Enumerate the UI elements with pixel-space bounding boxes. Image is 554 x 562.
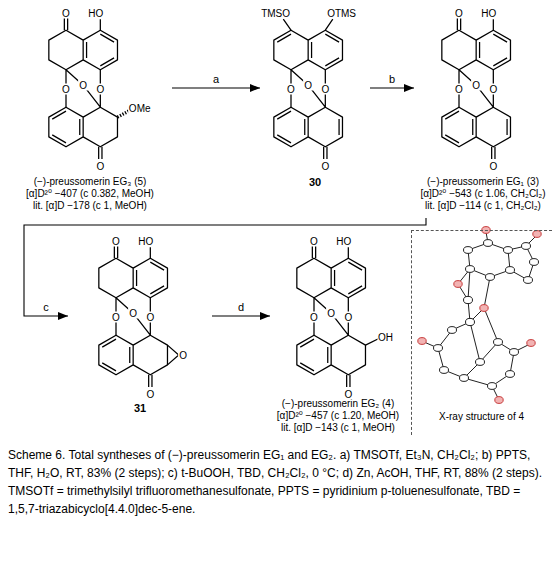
step-letter: a bbox=[211, 73, 221, 85]
atom-label: O bbox=[286, 83, 296, 94]
enone-bond bbox=[506, 119, 507, 135]
atom-label: O bbox=[309, 235, 319, 246]
scheme-caption: Scheme 6. Total syntheses of (−)-preusso… bbox=[8, 446, 546, 518]
atom-label: O bbox=[343, 311, 353, 322]
atom-label: O bbox=[343, 388, 353, 399]
atom-label: O bbox=[454, 7, 464, 18]
structure-5 bbox=[49, 18, 130, 159]
atom-label: HO bbox=[87, 7, 104, 18]
compound-number: 30 bbox=[260, 176, 370, 188]
atom-label: O bbox=[320, 83, 330, 94]
epoxide-bonds bbox=[167, 345, 178, 365]
reaction-arrow bbox=[172, 87, 260, 88]
preussomerin-core bbox=[99, 258, 168, 387]
compound-text: [α]D²⁰ −407 (c 0.382, MeOH) bbox=[8, 188, 172, 200]
atom-label: OMe bbox=[128, 103, 152, 114]
atom-label: O bbox=[95, 160, 105, 171]
atom-label: O bbox=[95, 83, 105, 94]
compound-number: 31 bbox=[68, 402, 212, 414]
atom-label: O bbox=[454, 83, 464, 94]
atom-label: O bbox=[320, 160, 330, 171]
atom-label: TMSO bbox=[260, 7, 291, 18]
compound-block: 31 bbox=[68, 232, 212, 422]
atom-label: HO bbox=[480, 7, 497, 18]
ketone-phenol bbox=[114, 246, 150, 258]
compound-text: lit. [α]D −114 (c 1, CH₂Cl₂) bbox=[414, 200, 552, 212]
atom-label: O bbox=[111, 311, 121, 322]
preussomerin-core bbox=[442, 30, 511, 159]
compound-text: [α]D²⁰ −543 (c 1.06, CH₂Cl₂) bbox=[414, 188, 552, 200]
atom-label: OH bbox=[377, 332, 394, 343]
structure-3 bbox=[442, 18, 511, 159]
structure-30 bbox=[274, 19, 343, 159]
atom-label: O bbox=[309, 311, 319, 322]
structure-31 bbox=[99, 246, 179, 387]
atom-label: O bbox=[488, 83, 498, 94]
ketone-phenol bbox=[312, 246, 348, 258]
atom-label: HO bbox=[335, 235, 352, 246]
atom-label: O bbox=[178, 350, 188, 361]
step-letter: b bbox=[387, 73, 397, 85]
atom-label: O bbox=[128, 308, 138, 319]
preussomerin-core bbox=[49, 30, 118, 159]
atom-label: O bbox=[471, 80, 481, 91]
compound-block: (−)-preussomerin EG₁ (3)[α]D²⁰ −543 (c 1… bbox=[414, 4, 552, 218]
xray-ortep bbox=[418, 227, 541, 404]
ketone-phenol bbox=[64, 18, 100, 30]
compound-text: lit. [α]D −178 (c 1, MeOH) bbox=[8, 200, 172, 212]
atom-label: HO bbox=[137, 235, 154, 246]
atom-label: O bbox=[61, 83, 71, 94]
structure-4 bbox=[297, 246, 379, 387]
reaction-arrow bbox=[370, 87, 414, 88]
compound-text: lit. [α]D −143 (c 1, MeOH) bbox=[270, 422, 406, 434]
atom-label: O bbox=[61, 7, 71, 18]
compound-text: (−)-preussomerin EG₃ (5) bbox=[8, 176, 172, 188]
atom-label: O bbox=[303, 80, 313, 91]
atom-label: O bbox=[326, 308, 336, 319]
preussomerin-core bbox=[274, 30, 343, 159]
silyl-bonds bbox=[277, 19, 339, 135]
atom-label: O bbox=[145, 388, 155, 399]
atom-label: O bbox=[488, 160, 498, 171]
compound-block: 30 bbox=[260, 4, 370, 194]
compound-text: (−)-preussomerin EG₂ (4) bbox=[270, 398, 406, 410]
atom-label: O bbox=[78, 80, 88, 91]
ketone-phenol bbox=[457, 18, 493, 30]
step-letter: d bbox=[236, 301, 246, 313]
xray-panel: X-ray structure of 4 bbox=[411, 230, 552, 435]
reaction-arrow bbox=[212, 315, 270, 316]
reaction-arrow bbox=[24, 218, 426, 316]
preussomerin-core bbox=[297, 258, 366, 387]
atom-label: O bbox=[111, 235, 121, 246]
atom-label: O bbox=[145, 311, 155, 322]
compound-text: X-ray structure of 4 bbox=[412, 411, 552, 423]
compound-text: [α]D²⁰ −457 (c 1.20, MeOH) bbox=[270, 410, 406, 422]
atom-label: OTMS bbox=[326, 7, 357, 18]
compound-text: (−)-preussomerin EG₁ (3) bbox=[414, 176, 552, 188]
step-letter: c bbox=[41, 301, 51, 313]
